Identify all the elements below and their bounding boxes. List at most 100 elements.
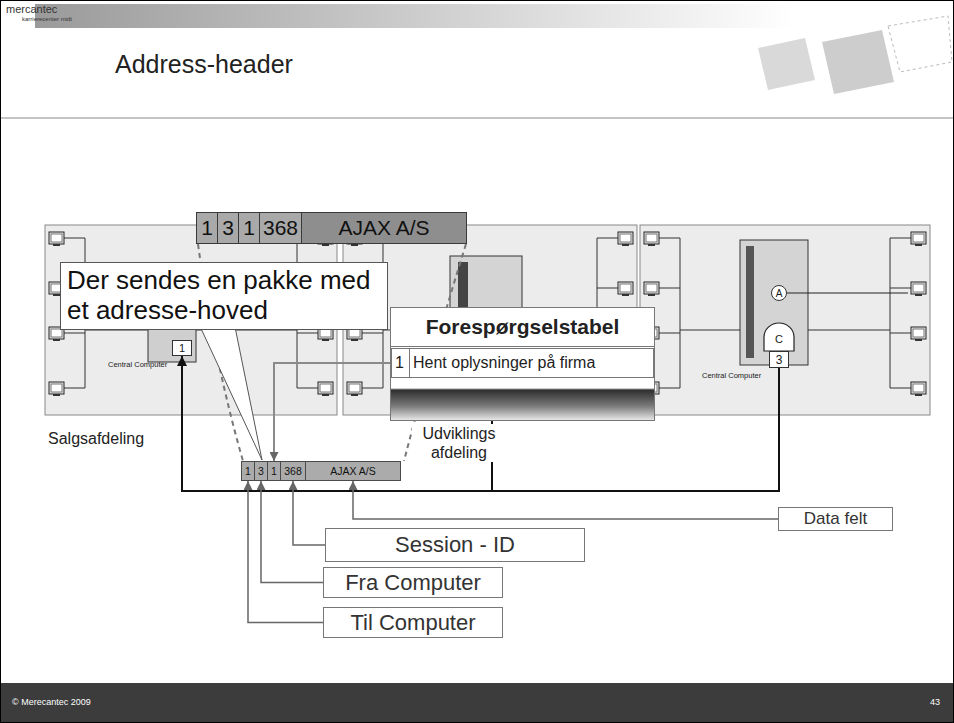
workstation-screen	[349, 329, 360, 337]
slide-title: Address-header	[115, 50, 293, 79]
packet-cell: 1	[196, 212, 218, 244]
wire	[64, 388, 85, 389]
wire	[64, 238, 85, 239]
workstation-screen	[51, 384, 62, 392]
connector	[261, 481, 323, 583]
workstation-icon	[49, 382, 64, 394]
server-front	[746, 246, 754, 358]
node-text: 1	[179, 342, 185, 354]
node-text: Hent oplysninger på firma	[413, 354, 595, 372]
wire	[890, 388, 911, 389]
connector	[248, 481, 323, 623]
workstation-base	[915, 244, 922, 246]
workstation-base	[915, 394, 922, 396]
department-label: Udviklings afdeling	[412, 424, 506, 462]
workstation-base	[351, 339, 358, 341]
workstation-icon	[911, 282, 926, 294]
node-text: C	[775, 333, 783, 345]
department-panel	[640, 225, 930, 415]
node-text: AJAX A/S	[339, 216, 430, 240]
wire	[659, 333, 680, 334]
workstation-base	[322, 244, 329, 246]
wire	[890, 288, 911, 289]
workstation-screen	[320, 384, 331, 392]
node-text: Session - ID	[395, 532, 515, 558]
decor-shape	[888, 16, 952, 72]
address-box: 3	[769, 351, 789, 368]
node-text: 3	[776, 353, 783, 367]
connector	[274, 363, 391, 461]
field-label-box: Fra Computer	[323, 567, 503, 598]
packet-cell: 1	[241, 461, 255, 481]
field-label-box: Session - ID	[325, 528, 585, 562]
packet-cell: 1	[238, 212, 260, 244]
node-text: 1	[243, 216, 255, 240]
field-label-box: Til Computer	[323, 607, 503, 638]
workstation-screen	[913, 284, 924, 292]
wire	[64, 333, 85, 334]
node-text: 1	[395, 354, 404, 372]
workstation-screen	[51, 329, 62, 337]
wire	[890, 238, 911, 239]
packet-cell: 368	[280, 461, 306, 481]
packet-cell: 1	[267, 461, 281, 481]
gate-shape	[764, 323, 794, 351]
workstation-base	[648, 294, 655, 296]
workstation-icon	[911, 382, 926, 394]
workstation-screen	[646, 284, 657, 292]
table-cell: 1	[391, 348, 410, 378]
node-text: A	[776, 288, 783, 299]
workstation-base	[915, 294, 922, 296]
node-text: Fra Computer	[345, 570, 481, 596]
workstation-screen	[913, 329, 924, 337]
workstation-base	[648, 244, 655, 246]
workstation-base	[622, 294, 629, 296]
workstation-base	[915, 339, 922, 341]
node-text: Data felt	[804, 509, 867, 529]
request-table: Forespørgselstabel 1 Hent oplysninger på f…	[390, 307, 655, 421]
wire	[362, 388, 383, 389]
node-text: Til Computer	[350, 610, 475, 636]
field-label-box: Data felt	[778, 507, 893, 531]
header-rule	[0, 118, 954, 119]
packet-cell: 3	[254, 461, 268, 481]
node-text: 368	[284, 465, 302, 477]
logo-subtext: karrierecenter midt	[22, 16, 72, 22]
server-symbol	[740, 240, 808, 365]
workstation-screen	[620, 284, 631, 292]
connector	[353, 481, 778, 519]
wire	[297, 333, 318, 334]
decor-shape	[822, 30, 894, 94]
node-text: 1	[201, 216, 213, 240]
workstation-icon	[644, 282, 659, 294]
node-text: 368	[263, 216, 298, 240]
page-number: 43	[930, 697, 940, 707]
node-text: 1	[245, 465, 251, 477]
table-heading: Forespørgselstabel	[391, 308, 654, 347]
wire	[890, 333, 911, 334]
packet-cell: 368	[259, 212, 302, 244]
gate-symbol: C	[763, 322, 795, 352]
workstation-base	[53, 339, 60, 341]
wire	[787, 292, 908, 293]
wire	[659, 238, 680, 239]
node-text: Der sendes en pakke med et adresse-hoved	[67, 266, 381, 326]
workstation-base	[322, 339, 329, 341]
workstation-icon	[644, 232, 659, 244]
connector	[293, 481, 325, 545]
packet-cell: 3	[217, 212, 239, 244]
node-text: 1	[271, 465, 277, 477]
wire	[297, 388, 318, 389]
workstation-screen	[646, 234, 657, 242]
workstation-screen	[620, 234, 631, 242]
node-text: 3	[222, 216, 234, 240]
packet-cell: AJAX A/S	[305, 461, 401, 481]
wire	[659, 388, 680, 389]
wire	[362, 333, 383, 334]
workstation-screen	[320, 329, 331, 337]
address-box: 1	[172, 340, 192, 356]
callout-tail	[198, 322, 262, 460]
workstation-screen	[51, 234, 62, 242]
wire	[680, 238, 681, 388]
node-text: 3	[258, 465, 264, 477]
